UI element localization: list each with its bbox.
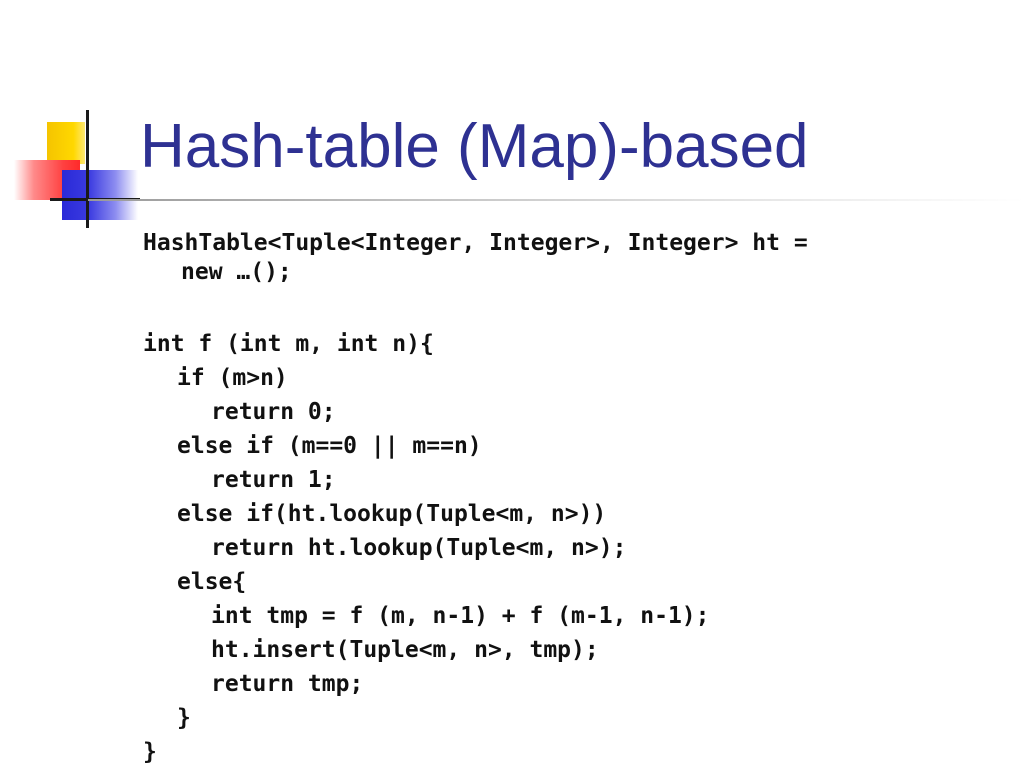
code-line: else{ <box>177 569 247 595</box>
code-line: } <box>177 705 191 731</box>
logo-blue-square <box>62 170 138 220</box>
code-line: } <box>143 739 157 765</box>
code-blank-line <box>143 287 1003 327</box>
code-line-declaration: HashTable<Tuple<Integer, Integer>, Integ… <box>143 230 808 256</box>
code-line: else if (m==0 || m==n) <box>177 433 482 459</box>
code-line: return ht.lookup(Tuple<m, n>); <box>211 535 627 561</box>
title-underline-rule <box>88 199 1024 201</box>
code-line: int tmp = f (m, n-1) + f (m-1, n-1); <box>211 603 710 629</box>
code-line: if (m>n) <box>177 365 288 391</box>
code-line: ht.insert(Tuple<m, n>, tmp); <box>211 637 599 663</box>
code-line: int f (int m, int n){ <box>143 331 434 357</box>
slide-logo-decoration <box>0 0 160 240</box>
code-line: return 0; <box>211 399 336 425</box>
code-line: else if(ht.lookup(Tuple<m, n>)) <box>177 501 607 527</box>
code-block: HashTable<Tuple<Integer, Integer>, Integ… <box>143 229 1003 769</box>
code-line: return 1; <box>211 467 336 493</box>
logo-vertical-line <box>86 110 89 228</box>
slide-title: Hash-table (Map)-based <box>140 112 809 181</box>
code-line: return tmp; <box>211 671 364 697</box>
logo-yellow-square <box>47 122 85 164</box>
code-line-declaration-continued: new …(); <box>181 259 292 285</box>
